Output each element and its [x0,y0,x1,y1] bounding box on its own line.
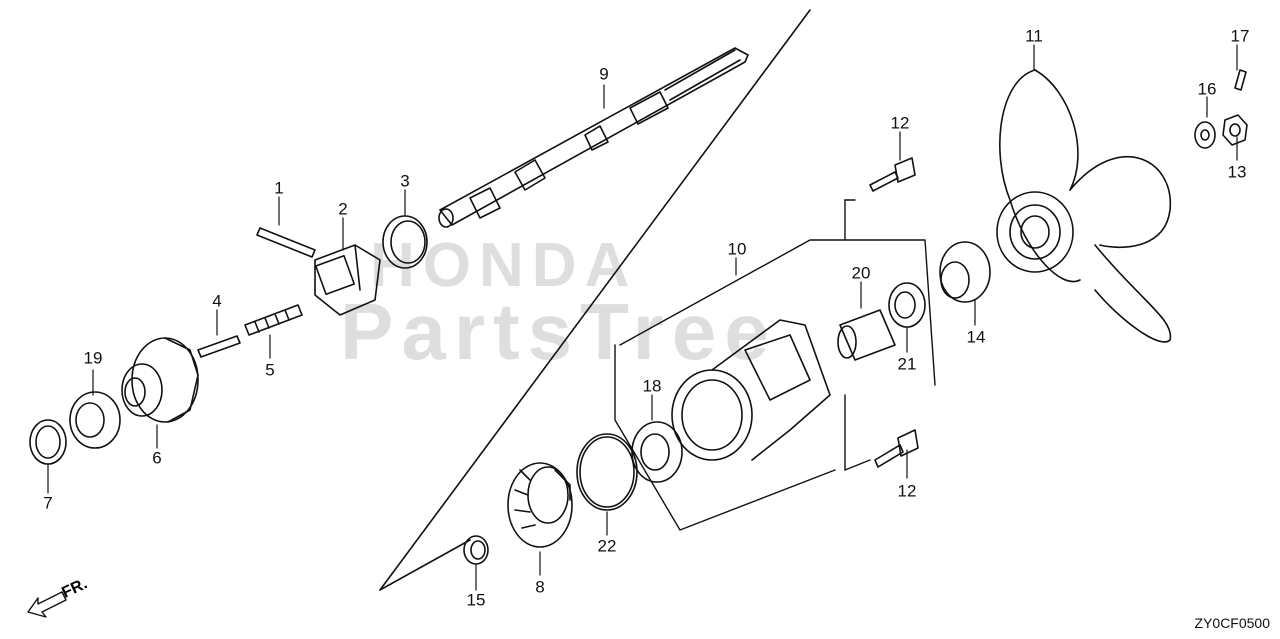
pin-1 [256,227,316,258]
callout-8: 8 [535,577,545,597]
assembly-bracket-large [379,9,811,591]
diagram-code: ZY0CF0500 [1194,615,1270,631]
washer-7 [29,419,67,465]
washer-15 [463,535,489,565]
callout-2: 2 [338,199,348,219]
propeller-shaft [438,47,749,228]
callout-12-top: 12 [890,113,910,133]
forward-gear [121,337,199,423]
direction-label: FR. [22,572,102,622]
callout-1: 1 [274,178,284,198]
callout-11: 11 [1025,26,1043,46]
assembly-bracket-case [614,199,936,531]
bolt-12-bottom [874,429,919,468]
pin-4 [197,335,241,358]
thrust-washer [939,241,991,303]
callout-13: 13 [1227,162,1247,182]
callout-6: 6 [152,448,162,468]
front-direction-arrow [27,591,67,618]
bearing-holder-case [671,319,831,461]
callout-15: 15 [466,590,486,610]
callout-5: 5 [265,360,275,380]
callout-18: 18 [642,376,662,396]
bolt-12-top [869,157,916,192]
callout-12-bottom: 12 [897,481,917,501]
castle-nut [1222,114,1248,146]
callout-3: 3 [400,171,410,191]
reverse-gear [507,462,573,548]
spring [244,304,303,336]
callout-9: 9 [599,64,609,84]
callout-7: 7 [43,493,53,513]
callout-17: 17 [1230,26,1250,46]
clutch-shifter [314,244,381,316]
cotter-pin [1234,69,1247,91]
direction-label-text: FR. [59,575,90,602]
washer-16 [1194,121,1216,149]
leader-lines [47,44,1238,591]
bearing-19 [69,391,121,449]
o-ring [576,433,638,511]
callout-22: 22 [597,536,617,556]
oil-seal [888,282,926,328]
retaining-ring [382,215,428,269]
callout-10: 10 [727,239,747,259]
callout-19: 19 [83,348,103,368]
bushing [837,309,896,361]
callout-16: 16 [1197,79,1217,99]
bearing-18 [631,421,683,483]
callout-21: 21 [897,354,917,374]
callout-4: 4 [212,291,222,311]
callout-20: 20 [851,263,871,283]
callout-14: 14 [966,327,986,347]
propeller [996,69,1172,343]
